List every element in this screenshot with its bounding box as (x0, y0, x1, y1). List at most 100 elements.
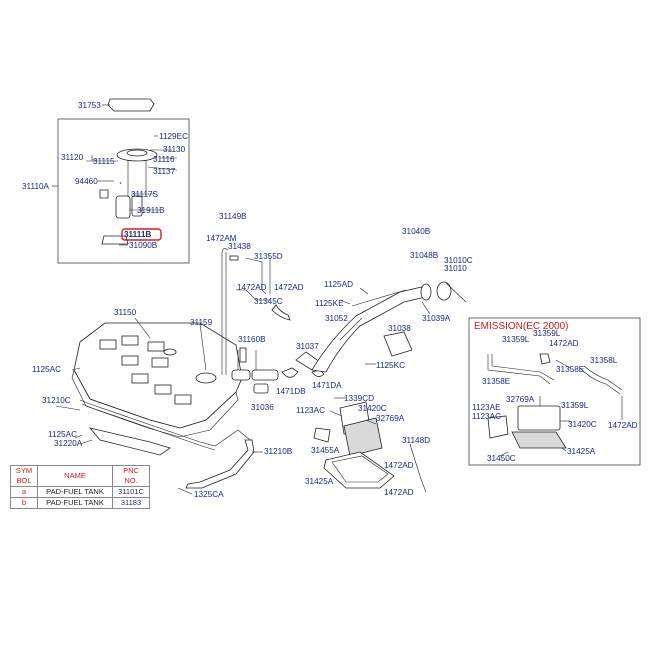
callout-31040b[interactable]: 31040B (402, 227, 431, 236)
fuel-tank-group (71, 317, 243, 438)
canister-31420c (343, 417, 383, 457)
callout-1472ad-b[interactable]: 1472AD (274, 283, 304, 292)
callout-31210c[interactable]: 31210C (42, 396, 71, 405)
emission-callout-31358e-a[interactable]: 31358E (556, 365, 585, 374)
callout-31438[interactable]: 31438 (228, 242, 251, 251)
callout-1125ac-a[interactable]: 1125AC (32, 365, 61, 374)
emission-callout-31359l-a[interactable]: 31359L (502, 335, 530, 344)
canister-group (313, 397, 427, 493)
emission-callout-1472ad-a[interactable]: 1472AD (549, 339, 579, 348)
callout-94460[interactable]: 94460 (75, 177, 98, 186)
callout-31117s[interactable]: 31117S (131, 190, 159, 199)
callout-31115[interactable]: 31115 (93, 157, 115, 166)
emission-callout-1123ae[interactable]: 1123AE (472, 403, 501, 412)
callout-1125kc[interactable]: 1125KC (376, 361, 405, 370)
emission-callout-31450c[interactable]: 31450C (487, 454, 516, 463)
vent-hose-group (221, 248, 330, 394)
callout-31110a[interactable]: 31110A (22, 182, 50, 191)
pump-module-frame (57, 118, 190, 264)
legend-row-pnc[interactable]: 31101C (112, 486, 150, 498)
callout-31355d[interactable]: 31355D (254, 252, 283, 261)
callout-1472ad-c[interactable]: 1472AD (384, 461, 414, 470)
callout-31159[interactable]: 31159 (190, 318, 213, 327)
callout-1125ac-b[interactable]: 1125AC (48, 430, 77, 439)
callout-1472ad-d[interactable]: 1472AD (384, 488, 414, 497)
callout-31753[interactable]: 31753 (78, 101, 101, 110)
gasket-31753 (107, 98, 155, 112)
callout-31037[interactable]: 31037 (296, 342, 319, 351)
hose-31148d (409, 443, 427, 493)
vent-tube-31149b (221, 252, 227, 375)
callout-31420c[interactable]: 31420C (358, 404, 387, 413)
legend-header-name: NAME (37, 465, 113, 487)
callout-31345c[interactable]: 31345C (254, 297, 283, 306)
fuel-tank-31150 (73, 322, 243, 429)
callout-31911b[interactable]: 31911B (137, 206, 165, 215)
callout-31116[interactable]: 31116 (153, 155, 175, 164)
emission-callout-31358l[interactable]: 31358L (590, 356, 618, 365)
callout-31111b[interactable]: 31111B (124, 230, 151, 239)
legend-row-symbol: a (10, 486, 38, 498)
emission-hose-31358e (539, 353, 551, 365)
emission-callout-31359l-c[interactable]: 31359L (561, 401, 589, 410)
callout-31210b[interactable]: 31210B (264, 447, 293, 456)
emission-callout-32769a[interactable]: 32769A (506, 395, 535, 404)
hose-31160b (231, 369, 251, 381)
emission-bracket-31450c (487, 415, 509, 439)
callout-1472ad-a[interactable]: 1472AD (237, 283, 267, 292)
fuel-filter-31911b (115, 195, 131, 219)
emission-callout-31420c[interactable]: 31420C (568, 420, 597, 429)
emission-callout-1123ac[interactable]: 1123AC (472, 412, 501, 421)
callout-31038[interactable]: 31038 (388, 324, 411, 333)
legend-row: b PAD-FUEL TANK 31183 (10, 497, 150, 509)
callout-31160b[interactable]: 31160B (238, 335, 266, 344)
tank-straps-group (55, 399, 263, 495)
callout-31120[interactable]: 31120 (61, 153, 84, 162)
emission-callout-31425a[interactable]: 31425A (567, 447, 596, 456)
callout-31048b[interactable]: 31048B (410, 251, 439, 260)
emission-callout-31359l-b[interactable]: 31359L (533, 329, 561, 338)
emission-labels: EMISSION(EC 2000) 31359L 31359L 1472AD 3… (472, 321, 638, 463)
callout-31130[interactable]: 31130 (163, 145, 186, 154)
callout-32769a[interactable]: 32769A (376, 414, 405, 423)
callout-1472am[interactable]: 1472AM (206, 234, 237, 243)
pump-module-group (52, 98, 190, 264)
strap-31210b (185, 439, 255, 489)
callout-1129ec[interactable]: 1129EC (159, 132, 188, 141)
callout-1125ad[interactable]: 1125AD (324, 280, 353, 289)
callout-1125ke[interactable]: 1125KE (315, 299, 344, 308)
callout-31149b[interactable]: 31149B (219, 212, 247, 221)
callout-labels: 31753 1129EC 31130 31120 31116 31115 311… (22, 101, 473, 499)
callout-31010c[interactable]: 31010C (444, 256, 473, 265)
legend-header-pnc: PNC NO. (112, 465, 150, 487)
emission-tray-31425a (511, 431, 567, 449)
legend-row-pnc[interactable]: 31183 (112, 497, 150, 509)
callout-31425a[interactable]: 31425A (305, 477, 334, 486)
emission-callout-1472ad-b[interactable]: 1472AD (608, 421, 638, 430)
callout-1471db[interactable]: 1471DB (276, 387, 306, 396)
callout-31150[interactable]: 31150 (114, 308, 137, 317)
pump-body (131, 195, 143, 217)
emission-frame (468, 317, 641, 466)
callout-1471da[interactable]: 1471DA (312, 381, 342, 390)
callout-1123ac[interactable]: 1123AC (296, 406, 325, 415)
highlight-31111b (121, 228, 162, 241)
canister-tray-31425a (323, 451, 395, 489)
callout-31148d[interactable]: 31148D (402, 436, 430, 445)
emission-callout-31358e-b[interactable]: 31358E (482, 377, 511, 386)
filler-housing-31038 (383, 331, 413, 357)
callout-1339cd[interactable]: 1339CD (344, 394, 374, 403)
callout-31090b[interactable]: 31090B (129, 241, 158, 250)
callout-31220a[interactable]: 31220A (54, 439, 83, 448)
legend-row-symbol: b (10, 497, 38, 509)
callout-31052[interactable]: 31052 (325, 314, 348, 323)
callout-31010[interactable]: 31010 (444, 264, 467, 273)
callout-31039a[interactable]: 31039A (422, 314, 451, 323)
callout-31036[interactable]: 31036 (251, 403, 274, 412)
callout-31137[interactable]: 31137 (153, 167, 176, 176)
filler-cap-31010 (436, 281, 452, 301)
callout-31455a[interactable]: 31455A (311, 446, 340, 455)
canister-mount-31455a (313, 427, 331, 443)
callout-1325ca[interactable]: 1325CA (194, 490, 224, 499)
